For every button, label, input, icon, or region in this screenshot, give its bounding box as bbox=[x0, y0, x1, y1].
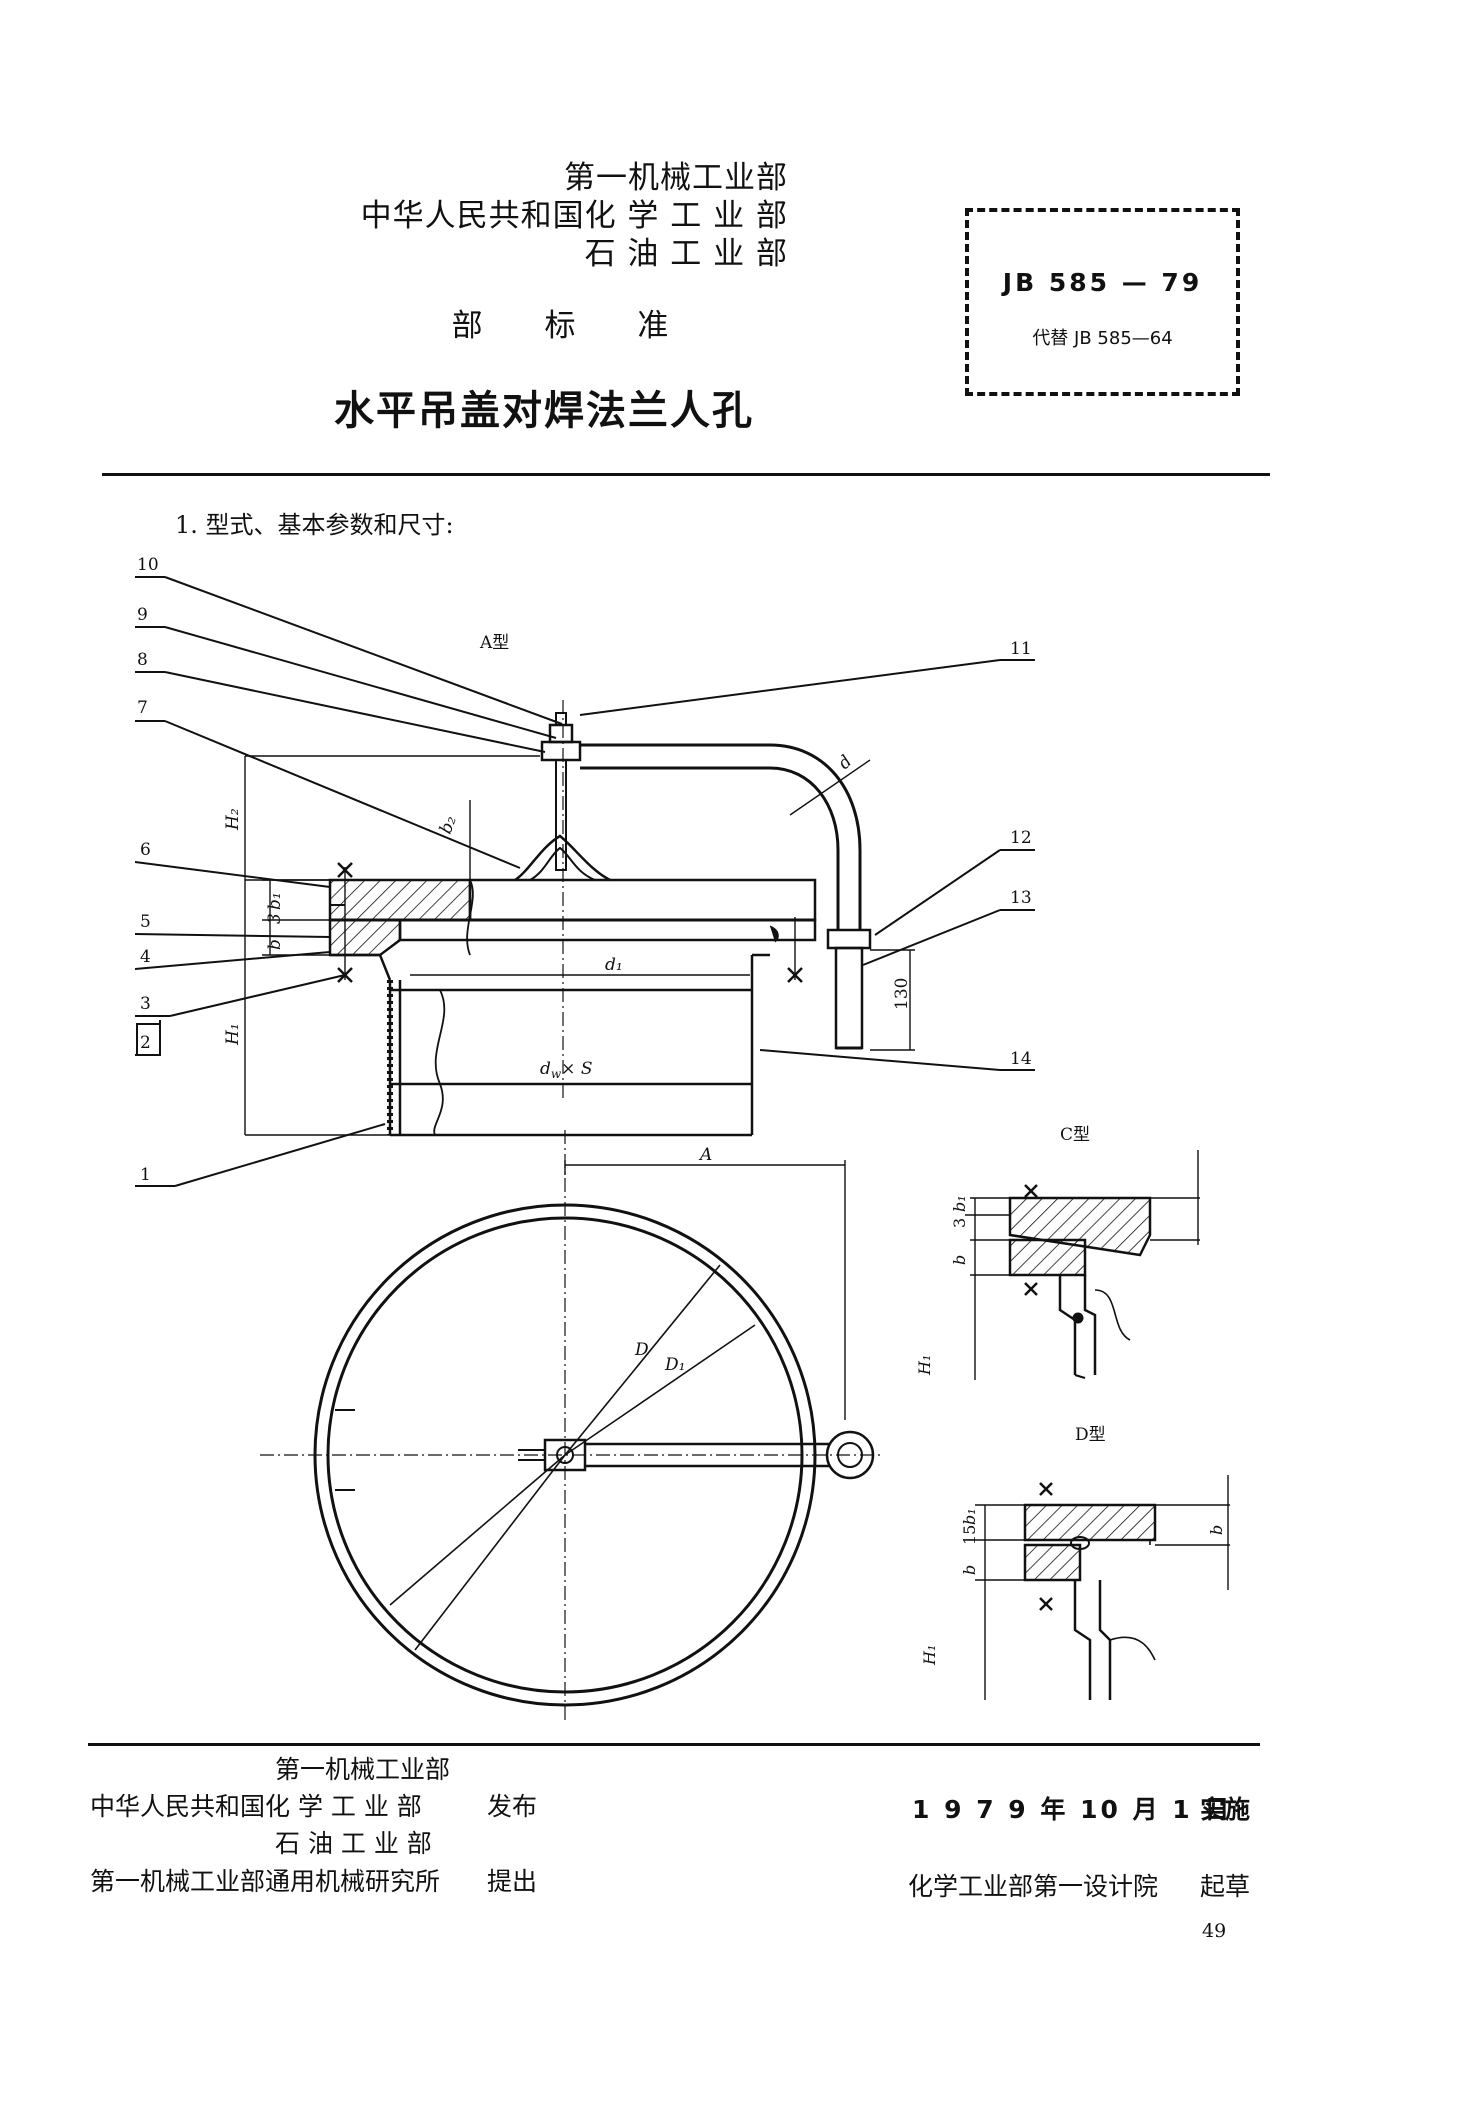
section-heading: 1. 型式、基本参数和尺寸: bbox=[175, 511, 454, 539]
part-label-9: 9 bbox=[137, 605, 148, 625]
issuer-3: 石 油 工 业 部 bbox=[584, 236, 788, 272]
c-dim-H1: H₁ bbox=[915, 1355, 934, 1376]
replaces-note: 代替 JB 585—64 bbox=[1032, 328, 1173, 349]
c-dim-b1: b₁ bbox=[950, 1195, 969, 1212]
footer-propose-word: 提出 bbox=[487, 1867, 538, 1896]
d-dim-H1: H₁ bbox=[920, 1645, 939, 1666]
d-dim-b: b bbox=[960, 1565, 979, 1575]
technical-drawing: 10 9 8 7 6 5 4 3 2 1 11 12 13 14 A型 bbox=[134, 555, 1230, 1720]
dim-130: 130 bbox=[892, 978, 912, 1010]
footer-issuer-2: 中华人民共和国化 学 工 业 部 bbox=[90, 1792, 422, 1821]
dim-d: d bbox=[834, 752, 856, 774]
part-label-13: 13 bbox=[1010, 888, 1032, 908]
standard-number-box: JB 585 — 79 代替 JB 585—64 bbox=[965, 208, 1240, 396]
d-dim-15: 15 bbox=[960, 1525, 979, 1545]
part-label-3: 3 bbox=[140, 994, 151, 1014]
dim-b1: b₁ bbox=[265, 892, 285, 910]
dim-D1: D₁ bbox=[664, 1355, 685, 1375]
dim-H1: H₁ bbox=[223, 1023, 243, 1046]
part-label-14: 14 bbox=[1010, 1049, 1032, 1069]
d-dim-b1: b₁ bbox=[960, 1508, 979, 1525]
part-label-12: 12 bbox=[1010, 828, 1032, 848]
view-d-label: D型 bbox=[1075, 1425, 1106, 1445]
view-a-label: A型 bbox=[479, 633, 509, 653]
page-title: 水平吊盖对焊法兰人孔 bbox=[334, 388, 754, 434]
draft-word: 起草 bbox=[1200, 1872, 1251, 1901]
c-dim-3: 3 bbox=[950, 1218, 969, 1228]
standard-number: JB 585 — 79 bbox=[1002, 268, 1203, 297]
footer-issuer-3: 石 油 工 业 部 bbox=[275, 1829, 432, 1858]
part-label-10: 10 bbox=[137, 555, 159, 575]
part-label-4: 4 bbox=[140, 947, 151, 967]
part-label-2: 2 bbox=[140, 1033, 151, 1053]
dim-dw: dw× S bbox=[540, 1059, 592, 1081]
view-c-label: C型 bbox=[1060, 1125, 1090, 1145]
dim-D: D bbox=[634, 1340, 649, 1360]
dim-H2: H₂ bbox=[223, 808, 243, 831]
footer-issuer-1: 第一机械工业部 bbox=[275, 1755, 451, 1784]
part-label-5: 5 bbox=[140, 912, 151, 932]
d-dim-b-right: b bbox=[1207, 1525, 1226, 1535]
footer-proposer: 第一机械工业部通用机械研究所 bbox=[90, 1867, 441, 1896]
effective-date: 1 9 7 9 年 10 月 1 日 bbox=[912, 1795, 1233, 1824]
standard-type: 部 标 准 bbox=[451, 308, 669, 344]
dim-3: 3 bbox=[265, 913, 285, 924]
part-label-11: 11 bbox=[1010, 639, 1032, 659]
c-dim-b: b bbox=[950, 1255, 969, 1265]
issuer-2: 中华人民共和国化 学 工 业 部 bbox=[360, 198, 788, 234]
dim-A: A bbox=[698, 1145, 712, 1165]
header-rule bbox=[102, 473, 1270, 476]
dim-d1: d₁ bbox=[605, 955, 623, 975]
part-label-6: 6 bbox=[140, 840, 151, 860]
page-number: 49 bbox=[1202, 1920, 1227, 1942]
dim-b: b bbox=[265, 939, 285, 950]
issuer-1: 第一机械工业部 bbox=[564, 160, 788, 196]
drafter: 化学工业部第一设计院 bbox=[908, 1872, 1159, 1901]
effective-word: 实施 bbox=[1200, 1795, 1251, 1824]
part-label-7: 7 bbox=[137, 698, 148, 718]
footer-rule bbox=[88, 1743, 1260, 1746]
part-label-1: 1 bbox=[140, 1165, 151, 1185]
dim-b2: b₂ bbox=[436, 813, 461, 837]
footer-publish-word: 发布 bbox=[487, 1792, 538, 1821]
part-label-8: 8 bbox=[137, 650, 148, 670]
